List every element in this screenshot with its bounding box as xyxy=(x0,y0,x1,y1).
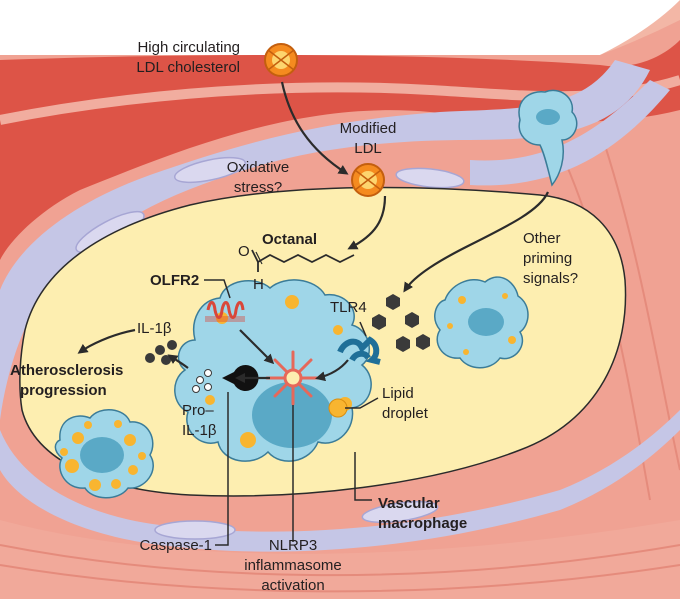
olfr2-receptor xyxy=(205,301,245,322)
label-tlr4: TLR4 xyxy=(330,299,367,316)
label-oxidative-bottom: stress? xyxy=(234,179,282,196)
arrow-modified-to-octanal xyxy=(347,195,387,250)
label-other-3: signals? xyxy=(523,270,578,287)
arrow-other-signals xyxy=(403,191,550,293)
label-modified-bottom: LDL xyxy=(354,140,382,157)
label-nlrp3-3: activation xyxy=(261,577,324,594)
foam-cell-left xyxy=(54,409,154,499)
label-ldl-top: High circulating xyxy=(137,39,240,56)
label-lipid-2: droplet xyxy=(382,405,429,422)
label-aldehyde-o: O xyxy=(238,243,250,260)
label-olfr2: OLFR2 xyxy=(150,272,199,289)
label-octanal: Octanal xyxy=(262,231,317,248)
octanal-molecule xyxy=(251,249,355,272)
nlrp3-inflammasome xyxy=(265,350,321,406)
arrow-olfr2-to-nlrp3 xyxy=(239,329,275,365)
label-nlrp3-2: inflammasome xyxy=(244,557,342,574)
il1b-particles xyxy=(145,340,177,365)
arrow-tlr4-to-nlrp3 xyxy=(315,359,349,382)
monocyte-entering xyxy=(518,89,578,187)
label-modified-top: Modified xyxy=(340,120,397,137)
label-oxidative-top: Oxidative xyxy=(227,159,290,176)
arrow-il1b-to-athero xyxy=(77,328,136,354)
label-athero-1: Atherosclerosis xyxy=(10,362,123,379)
label-vascular-1: Vascular xyxy=(378,495,440,512)
label-pro-2: IL-1β xyxy=(182,422,217,439)
label-vascular-2: macrophage xyxy=(378,515,467,532)
label-lipid-1: Lipid xyxy=(382,385,414,402)
label-ldl-bottom: LDL cholesterol xyxy=(136,59,240,76)
label-athero-2: progression xyxy=(20,382,107,399)
label-nlrp3-1: NLRP3 xyxy=(269,537,317,554)
label-other-2: priming xyxy=(523,250,572,267)
pro-il1b-particles xyxy=(192,369,212,393)
arrow-ldl-to-modified xyxy=(280,81,349,175)
arrow-to-il1b xyxy=(167,354,189,369)
label-il1b: IL-1β xyxy=(137,320,172,337)
arrows xyxy=(77,81,550,383)
vascular-macrophage-cell xyxy=(174,279,372,462)
endothelium xyxy=(0,60,680,552)
label-caspase: Caspase-1 xyxy=(139,537,212,554)
tlr4-receptor xyxy=(337,336,381,365)
label-other-1: Other xyxy=(523,230,561,247)
lipid-droplet xyxy=(328,398,348,418)
label-pro-1: Pro– xyxy=(182,402,214,419)
ldl-particle-modified xyxy=(351,163,385,197)
ldl-particle-circulating xyxy=(264,43,298,77)
priming-signal-particles xyxy=(372,294,430,352)
leader-lines xyxy=(204,279,379,546)
macrophage-right xyxy=(434,276,529,369)
label-aldehyde-h: H xyxy=(253,276,264,293)
